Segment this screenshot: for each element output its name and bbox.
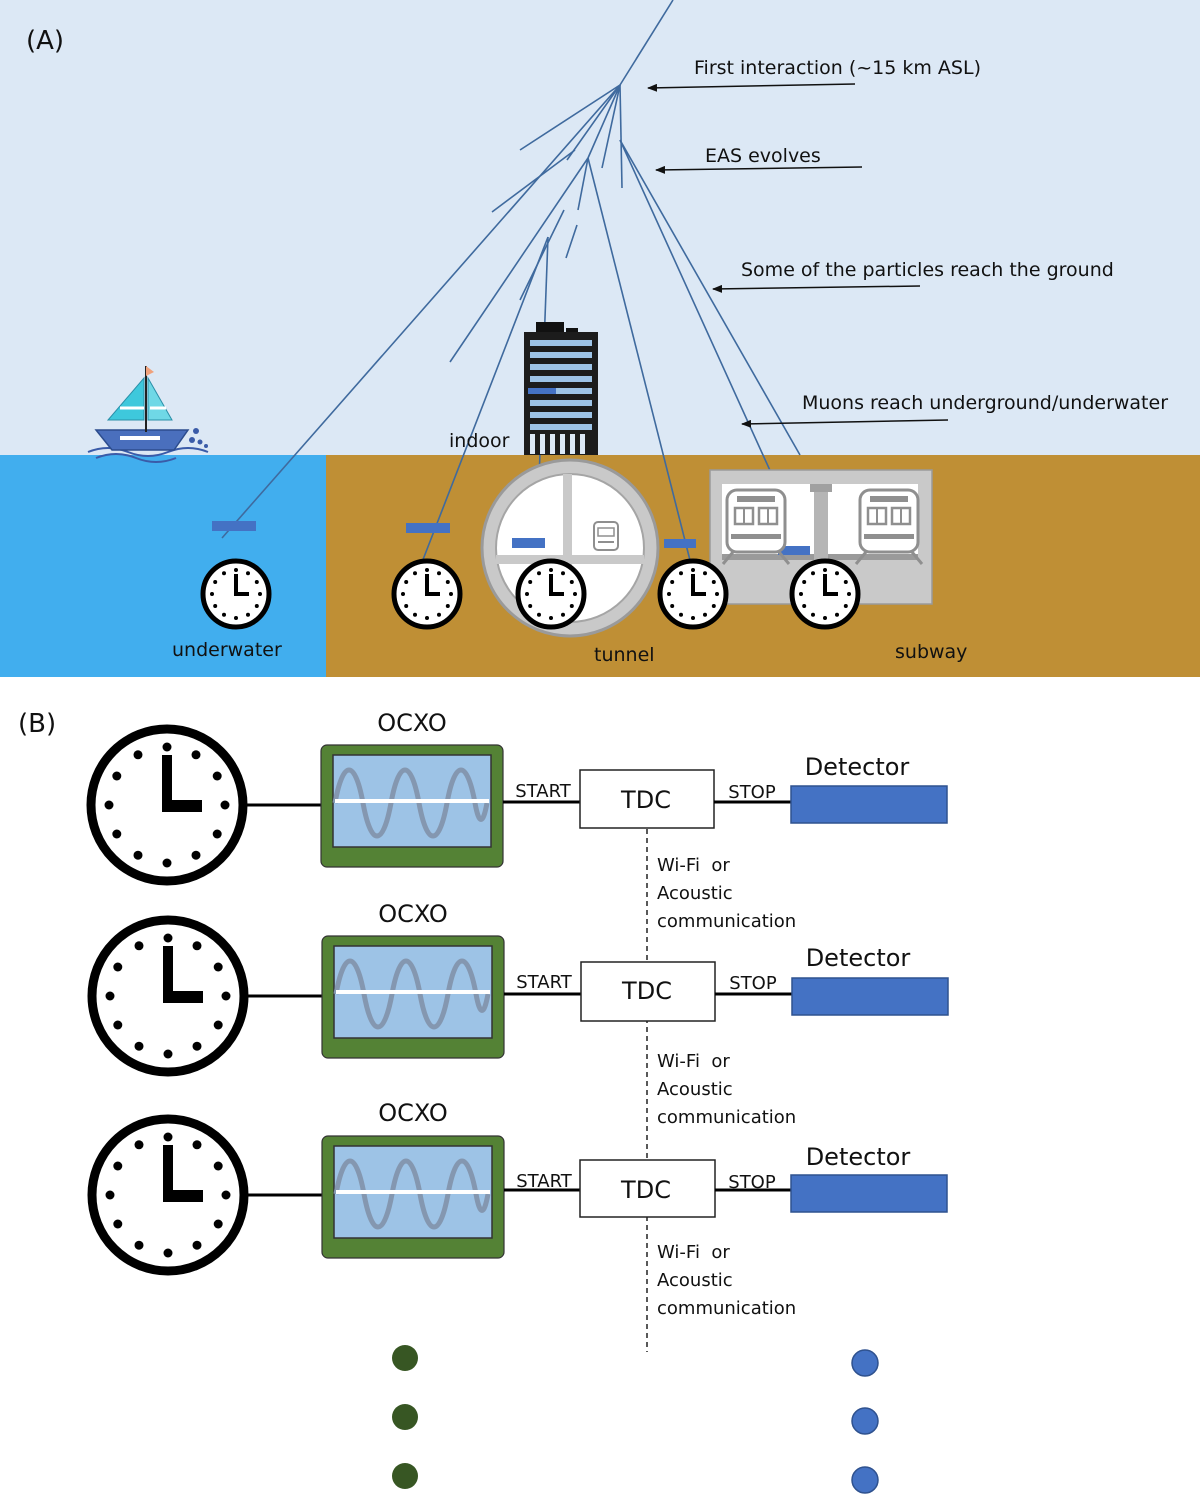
tdc-label: TDC	[621, 977, 672, 1005]
stop-label: STOP	[729, 973, 777, 994]
location-indoor: indoor	[449, 430, 510, 452]
comm-line: Wi-Fi or	[657, 1242, 730, 1263]
clock-icon	[660, 561, 726, 627]
detector-indoor	[406, 523, 450, 533]
clock-icon	[394, 561, 460, 627]
detector-slab	[790, 785, 948, 824]
tdc-label: TDC	[620, 1176, 671, 1204]
detector-label: Detector	[805, 753, 910, 781]
clock-icon	[792, 561, 858, 627]
annotation-particles-ground: Some of the particles reach the ground	[741, 259, 1114, 281]
timing-row: OCXO START TDC STOP Detector Wi-Fi or Ac…	[91, 709, 948, 932]
panel-b: (B) OCXO START TDC STOP Detector Wi-Fi o…	[18, 709, 949, 1494]
clock-icon	[203, 561, 269, 627]
ellipsis-dot	[851, 1466, 879, 1494]
ellipsis-dot	[392, 1463, 418, 1489]
subway-icon	[709, 469, 933, 605]
comm-line: Wi-Fi or	[657, 1051, 730, 1072]
location-tunnel: tunnel	[594, 644, 655, 666]
location-subway: subway	[895, 641, 967, 663]
timing-row: OCXO START TDC STOP Detector Wi-Fi or Ac…	[92, 1099, 948, 1319]
ocxo-icon	[322, 936, 504, 1058]
ocxo-label: OCXO	[378, 1099, 447, 1127]
clock-icon	[518, 561, 584, 627]
ellipsis-dot	[851, 1349, 879, 1377]
ellipsis-dot	[392, 1404, 418, 1430]
comm-line: communication	[657, 1298, 796, 1319]
ocxo-label: OCXO	[377, 709, 446, 737]
water	[0, 455, 326, 677]
panel-b-label: (B)	[18, 709, 56, 739]
comm-line: communication	[657, 911, 796, 932]
start-label: START	[516, 972, 573, 993]
tdc-label: TDC	[620, 786, 671, 814]
comm-line: Wi-Fi or	[657, 855, 730, 876]
annotation-eas-evolves: EAS evolves	[705, 145, 821, 167]
comm-line: Acoustic	[657, 883, 733, 904]
detector-label: Detector	[806, 1143, 911, 1171]
start-label: START	[516, 1171, 573, 1192]
detector-slab	[791, 977, 949, 1016]
annotation-muons-underground: Muons reach underground/underwater	[802, 392, 1168, 414]
detector-slab	[790, 1174, 948, 1213]
tdc-box	[580, 961, 716, 1022]
continuation-dots	[392, 1345, 879, 1494]
ocxo-icon	[321, 745, 503, 867]
detector-ground	[664, 539, 696, 548]
clock-icon	[92, 1119, 244, 1271]
tdc-box	[579, 769, 715, 829]
detector-underwater	[212, 521, 256, 531]
sky	[0, 0, 1200, 455]
clock-icon	[92, 920, 244, 1072]
detector-label: Detector	[806, 944, 911, 972]
stop-label: STOP	[728, 782, 776, 803]
ellipsis-dot	[851, 1407, 879, 1435]
annotation-arrows	[647, 83, 949, 428]
start-label: START	[515, 781, 572, 802]
ocxo-icon	[322, 1136, 504, 1258]
panel-a-label: (A)	[26, 26, 64, 56]
clock-icon	[91, 729, 243, 881]
annotation-first-interaction: First interaction (~15 km ASL)	[694, 57, 981, 79]
detectors-a	[212, 521, 696, 548]
comm-line: Acoustic	[657, 1079, 733, 1100]
stop-label: STOP	[728, 1172, 776, 1193]
ellipsis-dot	[392, 1345, 418, 1371]
location-underwater: underwater	[172, 639, 282, 661]
tdc-box	[579, 1159, 716, 1218]
timing-row: OCXO START TDC STOP Detector Wi-Fi or Ac…	[92, 900, 949, 1128]
panel-a: (A) First interaction (~15 km ASL) EAS e…	[0, 0, 1200, 677]
building-icon	[524, 322, 598, 455]
comm-line: communication	[657, 1107, 796, 1128]
comm-line: Acoustic	[657, 1270, 733, 1291]
sailboat-icon	[87, 366, 209, 463]
ocxo-label: OCXO	[378, 900, 447, 928]
